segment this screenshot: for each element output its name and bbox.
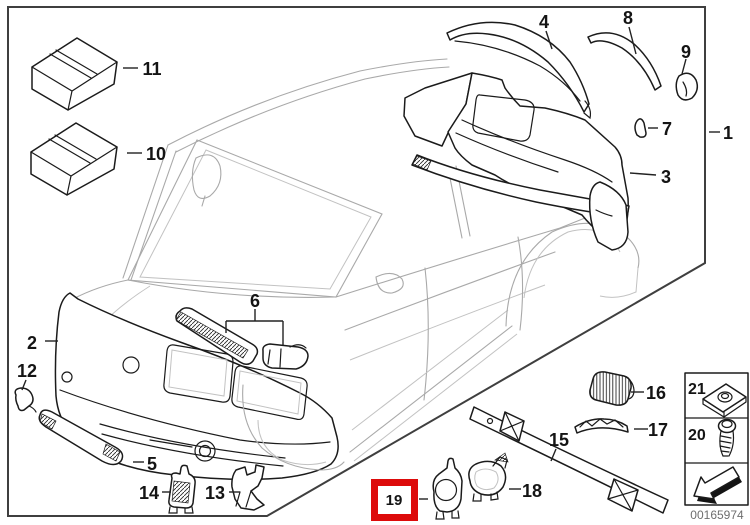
callout-13-label: 13 xyxy=(205,483,225,503)
image-code: 00165974 xyxy=(690,508,744,522)
part-8-roof-strip xyxy=(587,32,662,91)
callout-4-label: 4 xyxy=(539,12,549,32)
callout-6-label: 6 xyxy=(250,291,260,311)
callout-14-label: 14 xyxy=(139,483,159,503)
clip-nut-icon xyxy=(702,383,747,418)
callout-20-label: 20 xyxy=(688,427,706,444)
part-18-fog-lamp xyxy=(468,452,509,502)
rear-bumper-assembly xyxy=(403,72,630,251)
callout-15-label: 15 xyxy=(549,430,569,450)
part-10-carton xyxy=(30,122,118,196)
part-14-bracket xyxy=(168,464,196,514)
callout-17-label: 17 xyxy=(648,420,668,440)
callout-11-label: 11 xyxy=(142,59,161,79)
callout-10-label: 10 xyxy=(146,144,166,164)
part-6-bracket xyxy=(225,309,284,345)
part-16-kidney-grille xyxy=(589,371,635,406)
callout-21-label: 21 xyxy=(688,381,706,398)
callout-5-label: 5 xyxy=(147,454,157,474)
front-wheel xyxy=(242,384,345,471)
screw-icon xyxy=(717,418,737,457)
callout-7-label: 7 xyxy=(662,119,672,139)
part-6-cowl-strip xyxy=(175,307,259,365)
part-11-carton xyxy=(31,37,118,111)
callout-19-label: 19 xyxy=(386,492,403,509)
callout-3-label: 3 xyxy=(661,167,671,187)
callout-labels: 1 2 3 4 5 6 7 8 9 10 11 12 13 14 15 16 1… xyxy=(17,8,733,503)
kit-boundary-frame xyxy=(7,6,706,517)
part-15-reinforcement-bar xyxy=(469,406,669,514)
part-12-clip xyxy=(14,387,37,413)
callout-12-label: 12 xyxy=(17,361,37,381)
part-13-bracket xyxy=(231,464,265,511)
callout-2-label: 2 xyxy=(27,333,37,353)
leader-lines xyxy=(21,26,720,493)
part-6-air-scoop xyxy=(262,343,309,370)
callout-16-label: 16 xyxy=(646,383,666,403)
callout-9-label: 9 xyxy=(681,42,691,62)
part-9-cover xyxy=(675,72,699,101)
callout-18-label: 18 xyxy=(522,481,542,501)
highlighted-callout-19: 19 xyxy=(371,479,428,521)
part-7-clip xyxy=(634,118,647,138)
part-4-rear-spoiler xyxy=(446,21,592,120)
part-17-trim-strip xyxy=(574,418,629,434)
callout-1-label: 1 xyxy=(723,123,733,143)
fastener-legend xyxy=(684,372,749,506)
installation-direction-arrow-icon xyxy=(693,466,742,504)
part-5-splitter-strip xyxy=(38,409,124,466)
callout-8-label: 8 xyxy=(623,8,633,28)
part-19-fog-lamp-housing xyxy=(432,457,463,520)
